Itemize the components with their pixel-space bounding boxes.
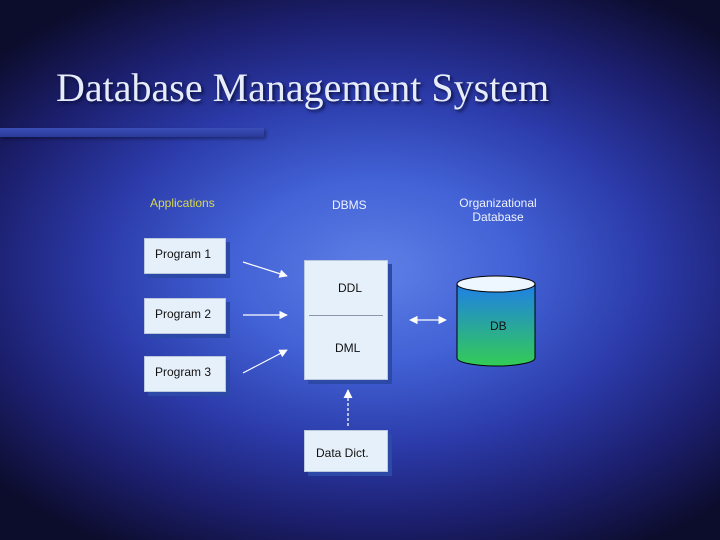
header-organizational-database: Organizational Database [448,196,548,224]
header-dbms: DBMS [332,198,367,212]
slide-title: Database Management System [56,65,550,110]
title-underline-bar [0,128,264,137]
program-1-box: Program 1 [144,238,226,274]
arrow-program3-to-dbms [242,349,288,374]
db-cylinder-icon [456,275,536,367]
dml-label: DML [335,341,361,355]
arrow-program1-to-dbms [242,261,288,278]
program-2-box: Program 2 [144,298,226,334]
data-dict-box: Data Dict. [304,430,388,472]
program-2-label: Program 2 [155,307,212,321]
program-1-label: Program 1 [155,247,212,261]
header-org-line1: Organizational [459,196,537,210]
dbms-divider [309,315,383,316]
dbms-box: DDL DML [304,260,388,380]
program-3-box: Program 3 [144,356,226,392]
db-label: DB [490,319,507,333]
header-org-line2: Database [472,210,524,224]
program-3-label: Program 3 [155,365,212,379]
header-applications: Applications [150,196,215,210]
ddl-label: DDL [338,281,363,295]
data-dict-label: Data Dict. [316,446,369,460]
